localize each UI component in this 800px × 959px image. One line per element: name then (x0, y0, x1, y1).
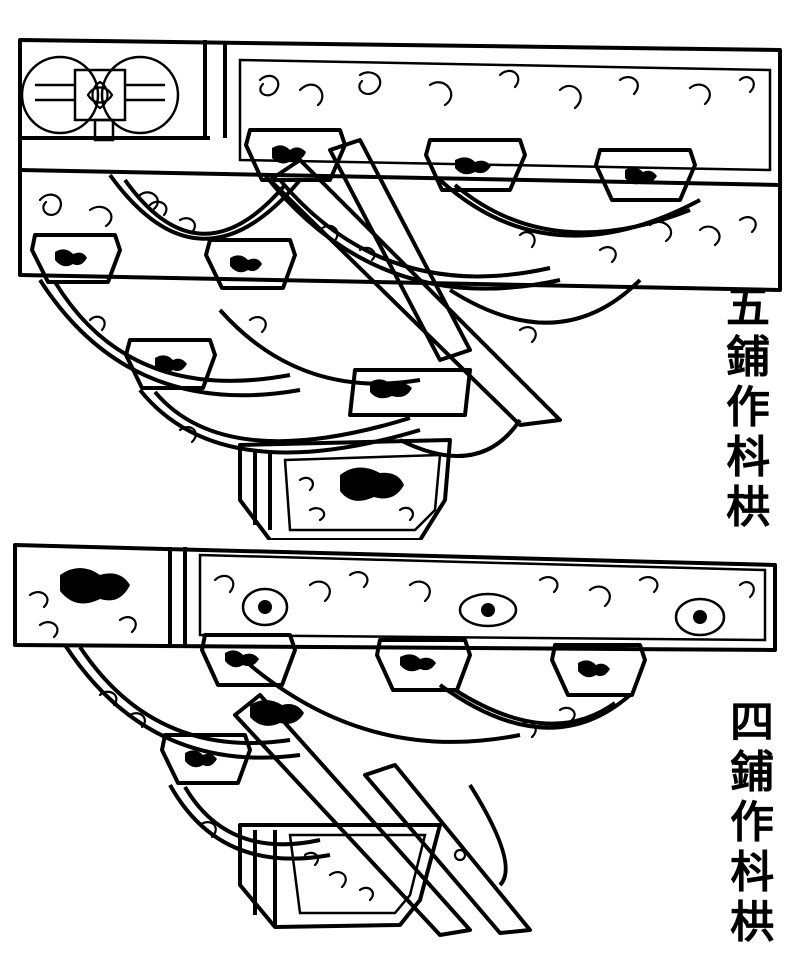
caption-five-puzuo: 五 鋪 作 枓 栱 (718, 283, 778, 533)
figure-four-puzuo-bracket-set (0, 535, 777, 955)
caption-char: 作 (730, 797, 774, 848)
cantilever-ang (268, 138, 562, 427)
base-block (238, 823, 442, 929)
beam (18, 38, 782, 292)
caption-char: 枓 (730, 847, 774, 898)
bracket-arms (38, 173, 701, 458)
caption-char: 四 (730, 697, 774, 748)
figure-five-puzuo-bracket-set (0, 20, 782, 540)
caption-char: 鋪 (726, 332, 770, 383)
bracket-blocks-upper (30, 128, 697, 390)
caption-char: 作 (726, 382, 770, 433)
bracket-drawing-bottom (13, 543, 777, 937)
beam (13, 543, 777, 652)
caption-char: 枓 (726, 432, 770, 483)
caption-char: 栱 (730, 897, 774, 948)
caption-char: 鋪 (730, 747, 774, 798)
caption-four-puzuo: 四 鋪 作 枓 栱 (722, 698, 782, 948)
cantilever-ang (233, 693, 532, 937)
caption-char: 五 (726, 282, 770, 333)
caption-char: 栱 (726, 482, 770, 533)
bracket-drawing-top (18, 38, 782, 540)
base-block (238, 438, 452, 540)
bracket-arms (63, 643, 632, 887)
